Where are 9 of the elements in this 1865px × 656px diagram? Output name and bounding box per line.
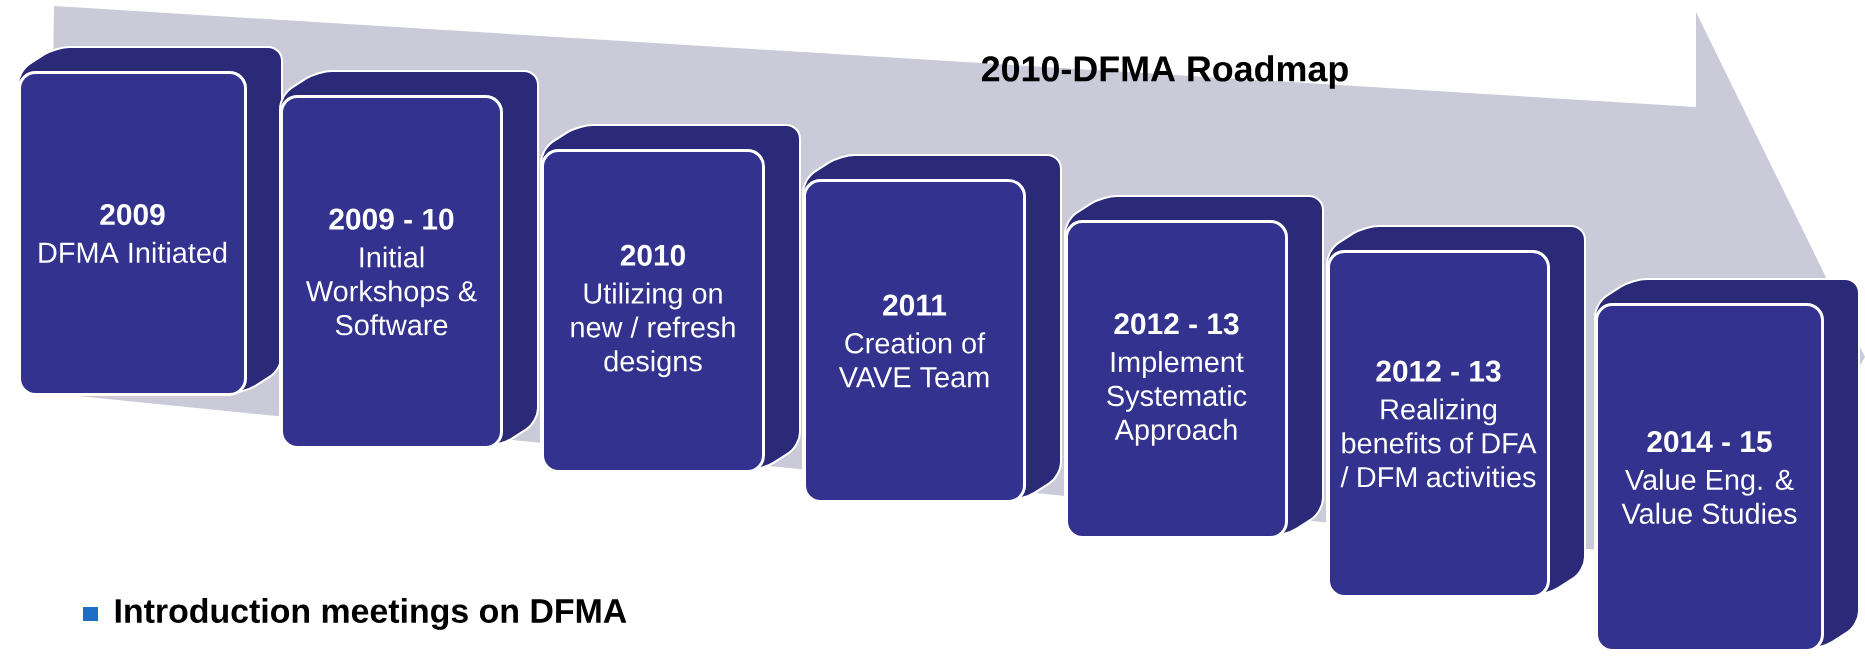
process-block: 2010 Utilizing on new / refresh designs <box>540 124 801 473</box>
process-block: 2014 - 15 Value Eng. & Value Studies <box>1594 278 1860 652</box>
bullet-item: Introduction meetings on DFMA <box>83 598 627 630</box>
process-block: 2012 - 13 Realizing benefits of DFA / DFM activities <box>1326 225 1586 598</box>
process-block: 2009 - 10 Initial Workshops & Software <box>279 70 539 449</box>
process-block: 2011 Creation of VAVE Team <box>802 154 1062 503</box>
process-block: 2009 DFMA Initiated <box>17 46 283 396</box>
title: 2010-DFMA Roadmap <box>981 55 1348 89</box>
process-block: 2012 - 13 Implement Systematic Approach <box>1064 195 1324 539</box>
